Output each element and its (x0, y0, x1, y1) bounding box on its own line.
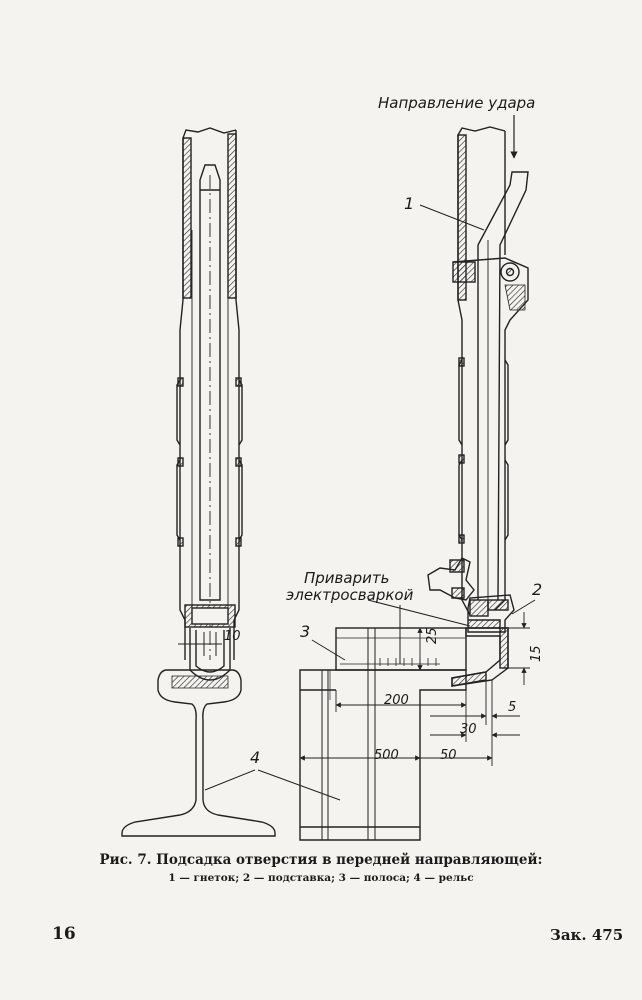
part-1-label: 1 (404, 194, 415, 213)
dim-10: 10 (224, 629, 241, 644)
dim-5: 5 (508, 700, 517, 715)
weld-label-line1: Приварить (304, 569, 390, 587)
rail-profile (121, 669, 276, 837)
dim-25: 25 (425, 627, 440, 644)
order-number: Зак. 475 (550, 926, 624, 944)
figure-legend: 1 — гнеток; 2 — подставка; 3 — полоса; 4… (168, 872, 474, 884)
dim-30: 30 (460, 722, 477, 737)
figure-caption: Рис. 7. Подсадка отверстия в передней на… (0, 852, 642, 868)
dim-500: 500 (374, 748, 399, 763)
weld-label-line2: электросваркой (286, 586, 414, 604)
dimension-lines (299, 612, 530, 766)
part-4-label: 4 (250, 748, 261, 767)
page-number: 16 (52, 924, 76, 944)
right-front-guide (427, 126, 529, 687)
left-guide-tube (176, 127, 243, 681)
impact-direction-label: Направление удара (378, 94, 536, 112)
dim-200: 200 (384, 693, 409, 708)
dim-15: 15 (529, 645, 544, 662)
dim-50: 50 (440, 748, 457, 763)
part-3-label: 3 (300, 622, 311, 641)
figure-title: Подсадка отверстия в передней направляющ… (156, 852, 543, 868)
figure-number: Рис. 7. (99, 852, 152, 868)
strip-and-table (299, 627, 467, 841)
part-2-label: 2 (532, 580, 543, 599)
